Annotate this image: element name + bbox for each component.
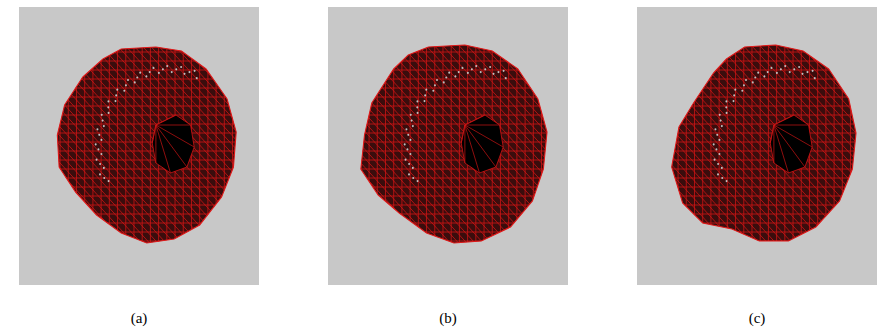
mesh-grid xyxy=(328,7,568,285)
center-hole xyxy=(461,115,503,173)
center-hole xyxy=(152,115,194,173)
mesh-outline xyxy=(361,45,547,243)
panel-label: (c) xyxy=(717,310,797,327)
highlight-arc xyxy=(713,65,816,182)
mesh-outline xyxy=(672,45,856,241)
mesh-panel xyxy=(637,7,877,285)
mesh-outline xyxy=(57,47,236,243)
mesh-grid xyxy=(19,7,259,285)
disc-body xyxy=(361,45,547,243)
mesh-panel xyxy=(328,7,568,285)
panel-label: (b) xyxy=(408,310,488,327)
highlight-arc xyxy=(404,65,507,182)
mesh-panel xyxy=(19,7,259,285)
panel-label: (a) xyxy=(99,310,179,327)
mesh-grid xyxy=(637,7,877,285)
center-hole xyxy=(770,115,812,173)
highlight-arc xyxy=(95,65,198,182)
